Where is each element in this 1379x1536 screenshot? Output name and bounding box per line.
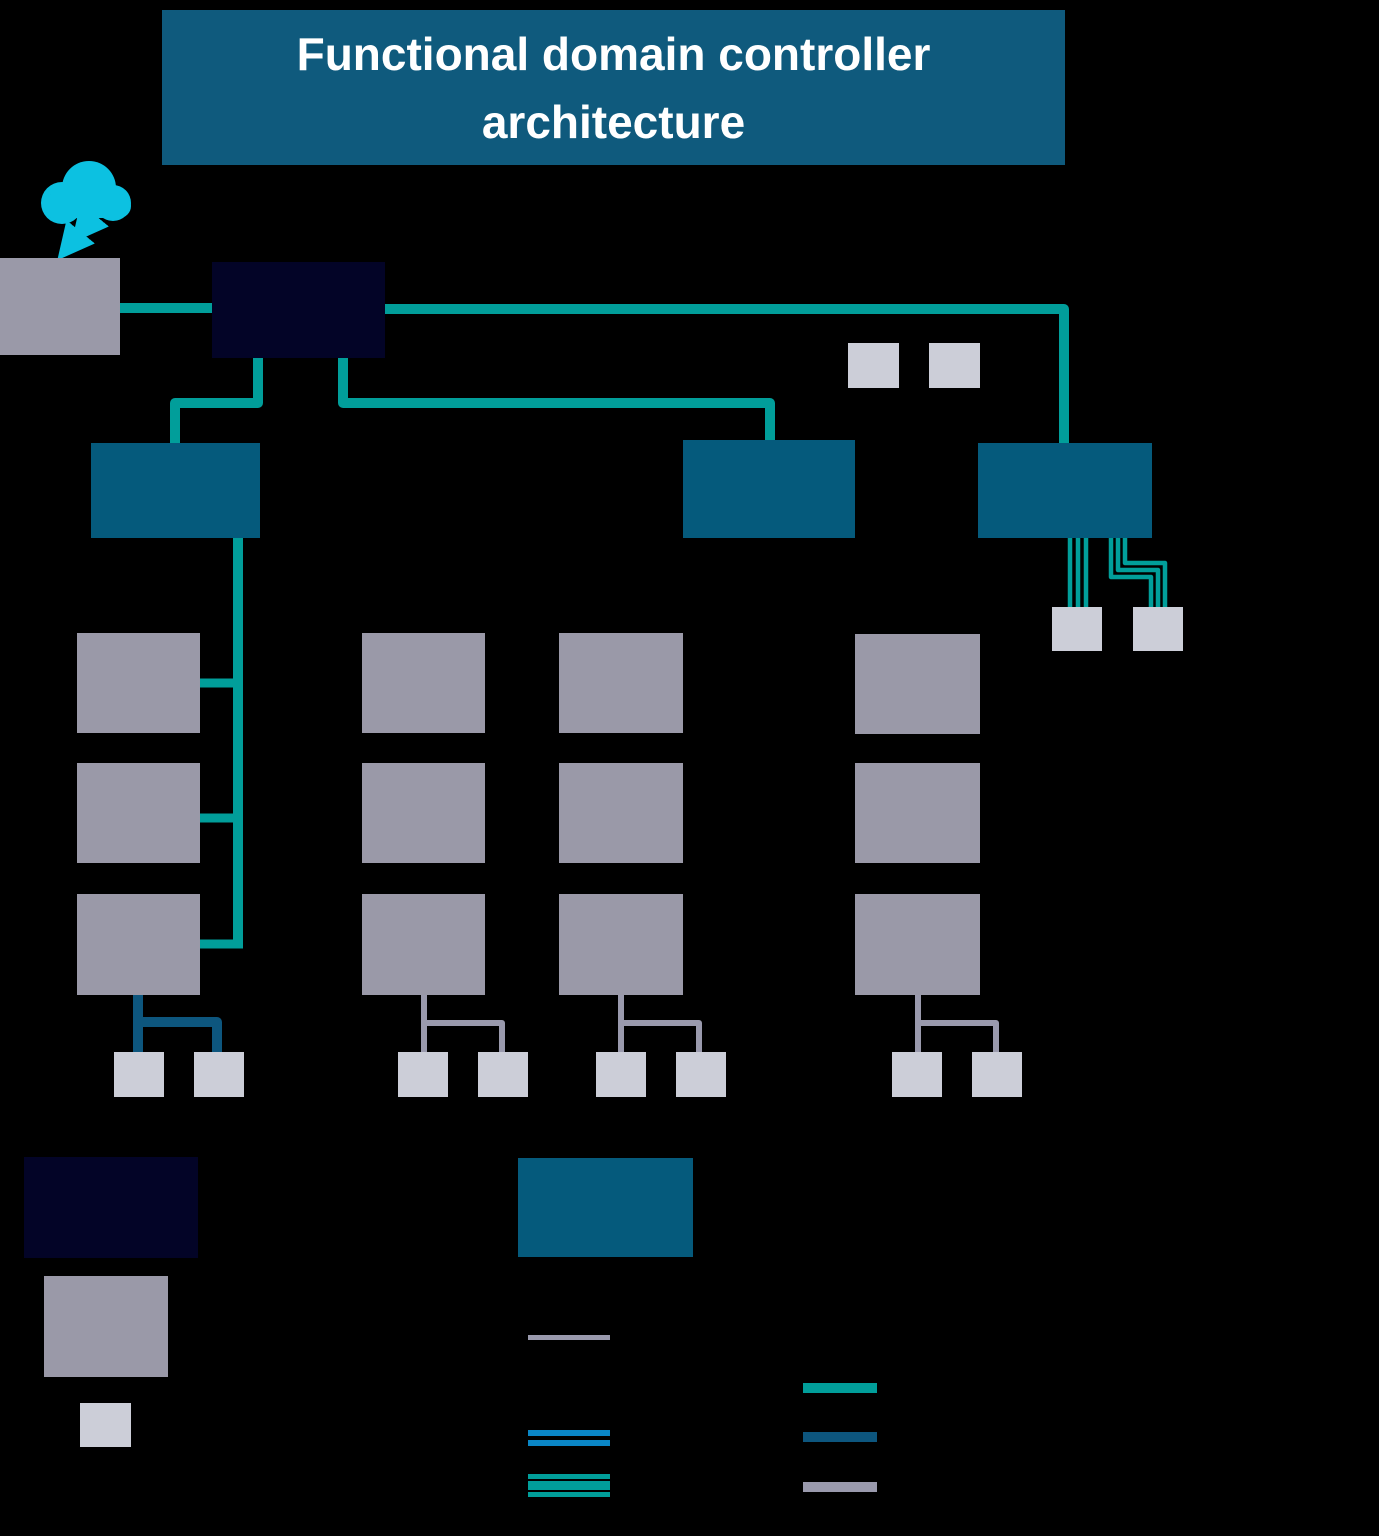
cloud-icon [41,161,131,224]
gateway-left-domain-link [170,358,263,443]
central-gateway-box [212,262,385,358]
ecu-box-c1-r3 [77,894,200,995]
gray-harness-col2 [421,995,505,1052]
ecu-box-c3-r3 [559,894,683,995]
peripheral-box-c3-a [596,1052,646,1097]
ecu-box-c3-r1 [559,633,683,733]
gateway-right-domain-link [385,304,1069,443]
left-domain-bus [198,538,243,949]
legend-navy-box [24,1157,198,1258]
ecu-box-c1-r2 [77,763,200,863]
legend-line-samples [528,1335,877,1497]
legend-line-blue-pair-b [528,1440,610,1446]
peripheral-box-c3-b [676,1052,726,1097]
peripheral-box-right-1 [1052,607,1102,651]
legend-line-teal-triple-b [528,1481,610,1490]
peripheral-box-c2-a [398,1052,448,1097]
title-bar: Functional domain controller architectur… [162,10,1065,165]
peripheral-box-right-2 [1133,607,1183,651]
connectivity-unit-box [0,258,120,355]
aux-node-box-1 [848,343,899,388]
gateway-middle-domain-link [338,358,775,440]
page-title: Functional domain controller architectur… [296,27,931,148]
legend-line-gray [528,1335,610,1340]
backbone-links [120,303,1069,443]
legend-bar-teal [803,1383,877,1393]
peripheral-box-c2-b [478,1052,528,1097]
petrol-harness-col1 [133,995,222,1052]
legend-light-box [80,1403,131,1447]
peripheral-box-c1-a [114,1052,164,1097]
ecu-box-c4-r2 [855,763,980,863]
ecu-box-c2-r1 [362,633,485,733]
ecu-box-c2-r2 [362,763,485,863]
cloud-sync-arrow-icon [57,203,109,261]
ecu-box-c4-r1 [855,634,980,734]
legend-teal-box [518,1158,693,1257]
peripheral-box-c4-b [972,1052,1022,1097]
ecu-box-c2-r3 [362,894,485,995]
legend-gray-box [44,1276,168,1377]
ecu-box-c1-r1 [77,633,200,733]
domain-controller-box-right [978,443,1152,538]
domain-controller-box-middle [683,440,855,538]
legend-line-teal-triple-a [528,1474,610,1479]
legend-line-blue-pair-a [528,1430,610,1436]
aux-node-box-2 [929,343,980,388]
ecu-box-c3-r2 [559,763,683,863]
peripheral-box-c4-a [892,1052,942,1097]
ecu-box-c4-r3 [855,894,980,995]
gray-harness-col3 [618,995,702,1052]
right-domain-wires [1067,538,1168,607]
gray-harness-col4 [915,995,999,1052]
legend-bar-petrol [803,1432,877,1442]
legend-line-teal-triple-c [528,1492,610,1497]
peripheral-box-c1-b [194,1052,244,1097]
legend-bar-gray [803,1482,877,1492]
domain-controller-box-left [91,443,260,538]
